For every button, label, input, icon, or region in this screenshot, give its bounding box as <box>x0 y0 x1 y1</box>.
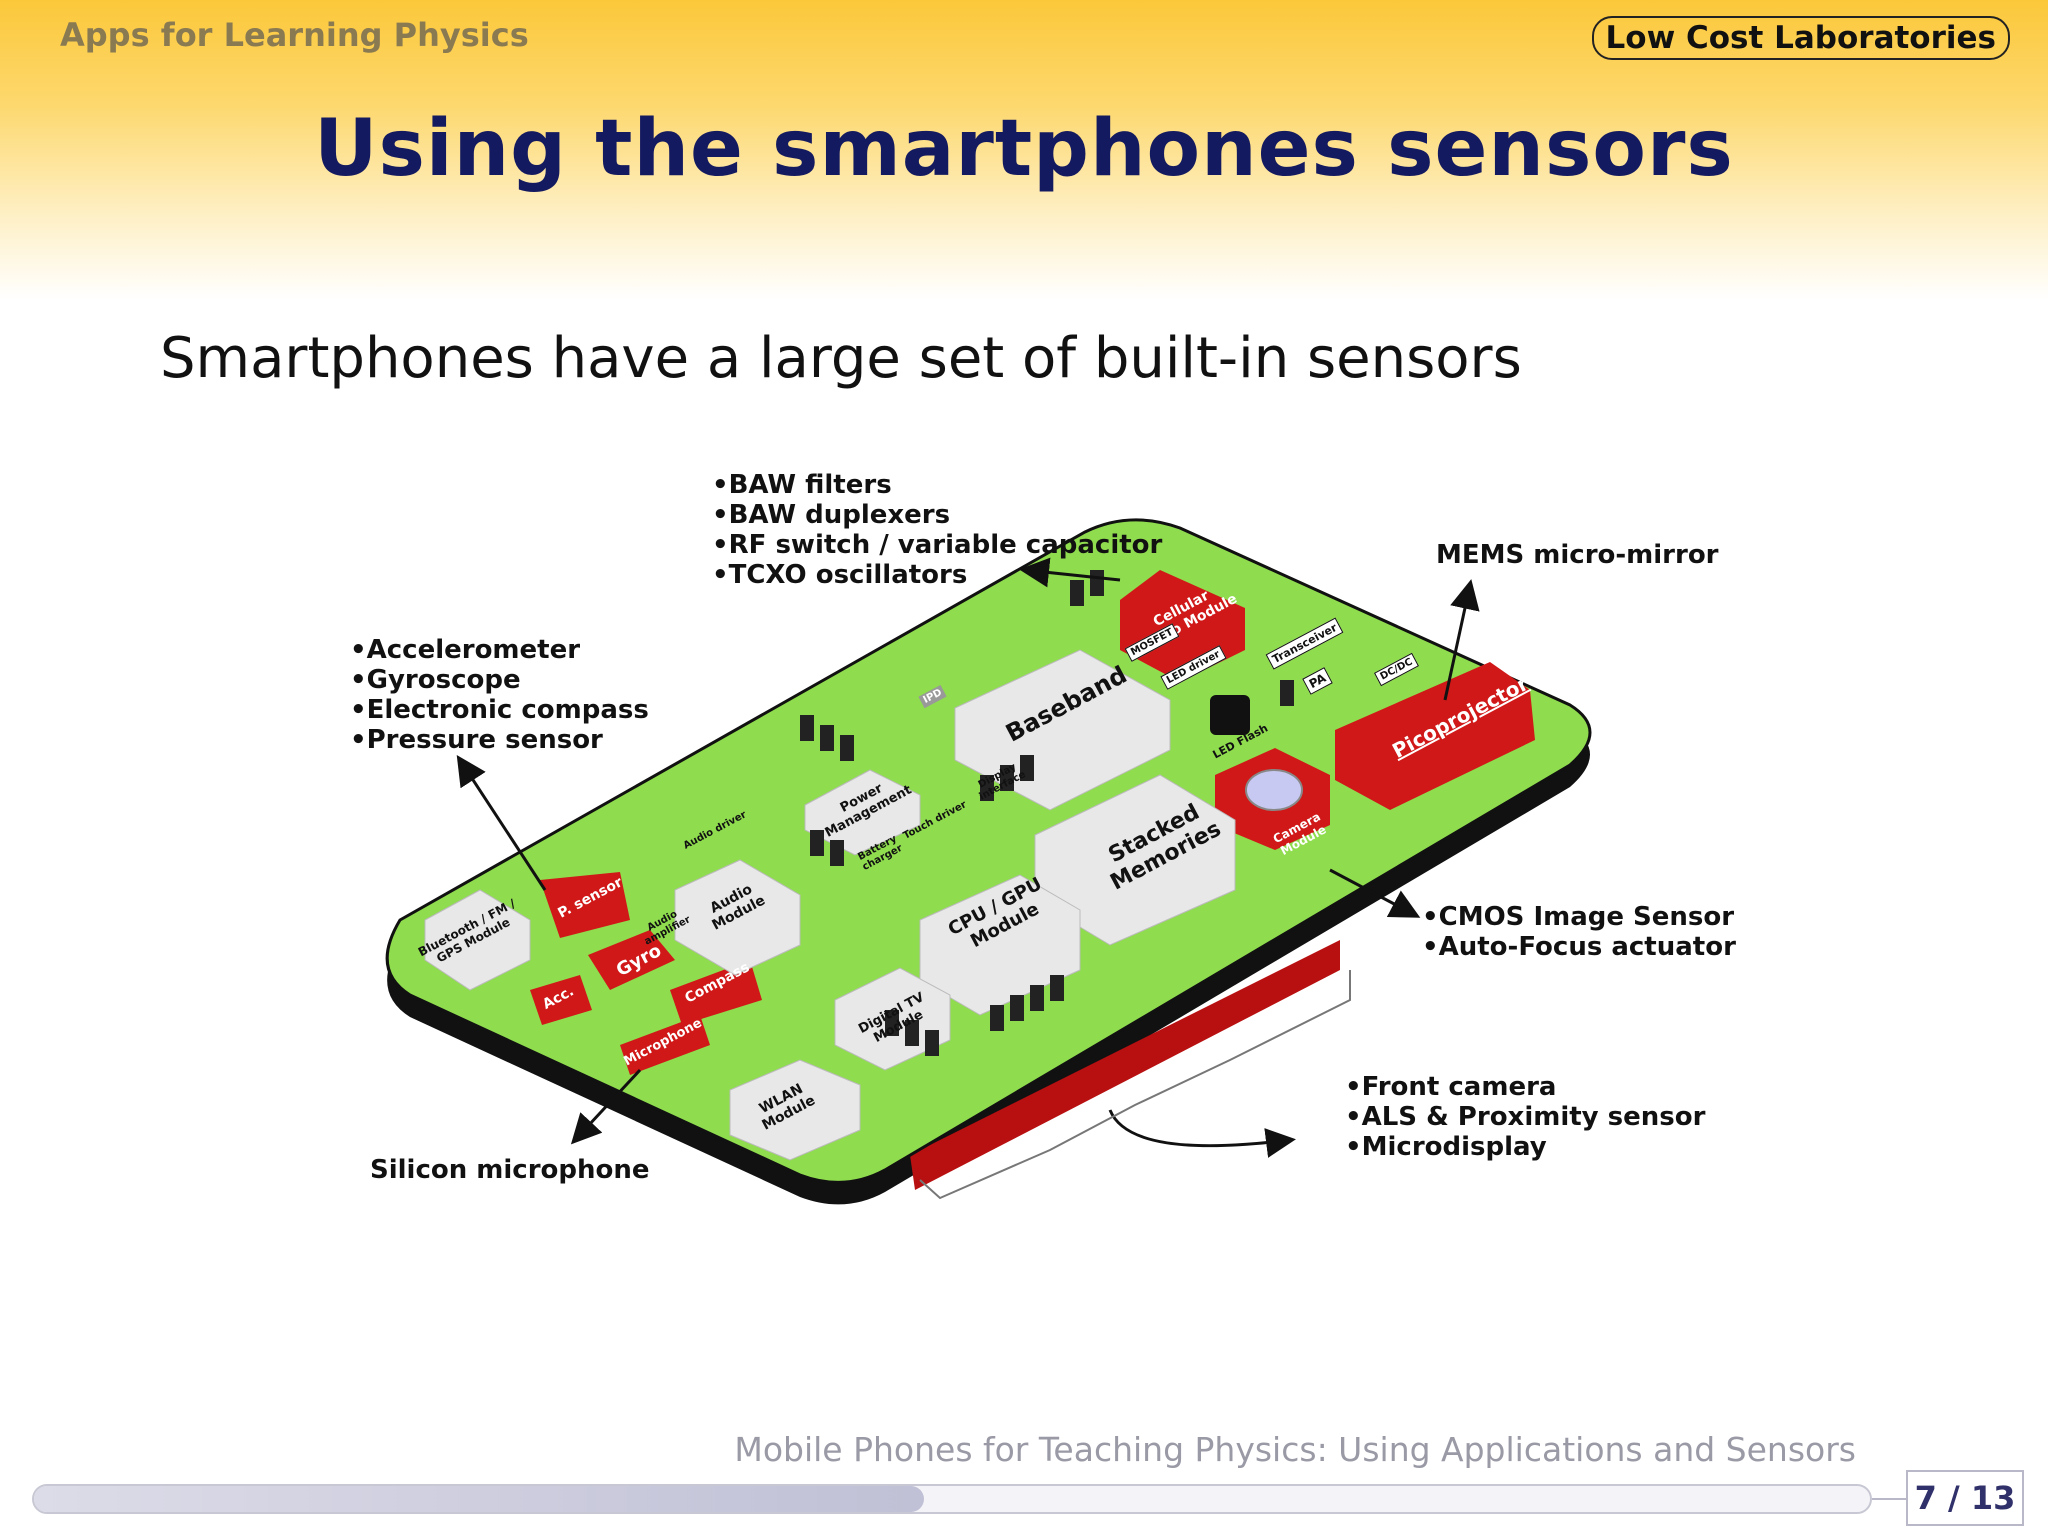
label-cpu: CPU / GPU Module <box>944 873 1046 953</box>
header-band <box>0 0 2048 300</box>
label-audio-driver: Audio driver <box>681 809 749 852</box>
callout-front-line: •Microdisplay <box>1345 1132 1547 1162</box>
callout-rf-line: •BAW filters <box>712 470 892 500</box>
callout-front: •Front camera •ALS & Proximity sensor •M… <box>1345 1072 1705 1162</box>
callout-motion-line: •Electronic compass <box>350 695 649 725</box>
label-ipd: IPD <box>918 684 947 709</box>
slide-title: Using the smartphones sensors <box>314 104 1734 194</box>
smartphone-board-diagram <box>385 518 1592 1205</box>
callout-rf-line: •TCXO oscillators <box>712 560 968 590</box>
label-camera: Camera Module <box>1270 809 1329 859</box>
label-picoprojector: Picoprojector <box>1388 671 1533 763</box>
label-led-driver: LED driver <box>1160 645 1227 690</box>
label-battery: Battery charger <box>856 833 905 873</box>
label-acc: Acc. <box>540 983 577 1013</box>
callout-rf: •BAW filters •BAW duplexers •RF switch /… <box>712 470 1162 590</box>
callout-cmos: •CMOS Image Sensor •Auto-Focus actuator <box>1422 902 1736 962</box>
callout-arrows <box>456 557 1480 1200</box>
section-title[interactable]: Apps for Learning Physics <box>60 16 529 54</box>
progress-connector <box>1872 1498 1906 1500</box>
section-badge[interactable]: Low Cost Laboratories <box>1591 16 2010 60</box>
page-counter[interactable]: 7 / 13 <box>1906 1470 2024 1526</box>
label-baseband: Baseband <box>1001 660 1132 748</box>
callout-mic: Silicon microphone <box>370 1155 650 1185</box>
intro-text: Smartphones have a large set of built-in… <box>160 326 1522 391</box>
callout-motion: •Accelerometer •Gyroscope •Electronic co… <box>350 635 649 755</box>
label-audio-module: Audio Module <box>707 881 769 934</box>
callout-rf-line: •RF switch / variable capacitor <box>712 530 1163 560</box>
talk-title: Mobile Phones for Teaching Physics: Usin… <box>734 1430 1856 1469</box>
label-microphone: Microphone <box>621 1015 705 1070</box>
label-transceiver: Transceiver <box>1265 617 1344 670</box>
callout-cmos-line: •Auto-Focus actuator <box>1422 932 1736 962</box>
callout-rf-line: •BAW duplexers <box>712 500 951 530</box>
label-bluetooth: Bluetooth / FM / GPS Module <box>415 896 518 966</box>
chip-blocks <box>800 570 1294 1056</box>
slide-progress-bar[interactable] <box>32 1484 1872 1514</box>
label-psensor: P. sensor <box>555 874 626 922</box>
label-compass: Compass <box>682 959 753 1007</box>
callout-motion-line: •Gyroscope <box>350 665 521 695</box>
callout-motion-line: •Pressure sensor <box>350 725 603 755</box>
label-digital-tv: Digital TV Module <box>856 989 927 1046</box>
label-wlan: WLAN Module <box>756 1080 819 1134</box>
callout-front-line: •ALS & Proximity sensor <box>1345 1102 1706 1132</box>
callout-motion-line: •Accelerometer <box>350 635 581 665</box>
module-labels: Cellular Radio Module Baseband MOSFET LE… <box>330 450 1750 1240</box>
label-stacked: Stacked Memories <box>1104 799 1226 896</box>
smartphone-sensors-figure: •BAW filters •BAW duplexers •RF switch /… <box>330 450 1750 1240</box>
slide-progress-fill <box>34 1486 924 1512</box>
callout-front-line: •Front camera <box>1345 1072 1557 1102</box>
label-pa: PA <box>1302 667 1333 695</box>
label-touch: Touch driver <box>901 799 969 842</box>
callout-mems-mirror: MEMS micro-mirror <box>1436 540 1719 570</box>
label-dcdc: DC/DC <box>1373 652 1419 687</box>
label-display: Display interface <box>976 761 1028 803</box>
label-led-flash: LED Flash <box>1210 721 1271 762</box>
callout-cmos-line: •CMOS Image Sensor <box>1422 902 1735 932</box>
board-underside <box>910 940 1340 1190</box>
